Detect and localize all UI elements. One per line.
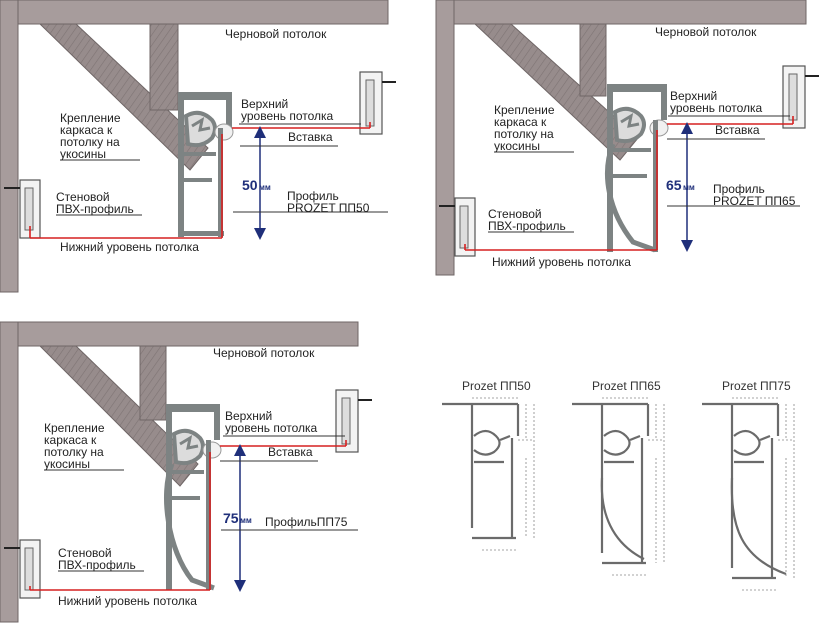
drawing-title: Prozet ПП50	[462, 379, 531, 393]
right-wall-clip	[365, 79, 375, 127]
wall-slab	[435, 0, 455, 276]
insert-piece	[649, 119, 669, 137]
profile-front-leg	[218, 128, 223, 237]
profile-front-leg	[653, 120, 658, 252]
drawing-clip-tooth	[759, 434, 771, 442]
rough-ceiling-label: Черновой потолок	[655, 25, 757, 39]
insert-label: Вставка	[715, 123, 760, 137]
right-wall-clip	[788, 73, 798, 121]
clip-teeth	[179, 434, 199, 450]
wall-slab	[0, 0, 19, 293]
profile-shelf	[184, 178, 212, 182]
profile-top-flange	[166, 404, 220, 412]
left-wall-clip	[24, 187, 34, 231]
rough-ceiling-label: Черновой потолок	[213, 346, 315, 360]
profile-front-lip	[214, 404, 220, 440]
profile-label: ПрофильПП75	[265, 515, 348, 529]
clip-teeth	[620, 112, 640, 128]
profile-shelf	[184, 152, 216, 156]
rough-ceiling-slab	[0, 321, 359, 347]
clip-teeth	[191, 116, 211, 132]
insert-piece	[214, 123, 234, 141]
profile-bottom	[178, 231, 224, 236]
lower-level-label: Нижний уровень потолка	[58, 594, 197, 608]
profile-top-flange	[178, 92, 232, 100]
vertical-post	[139, 345, 167, 421]
insert-label: Вставка	[268, 445, 313, 459]
drawing-clip-tooth	[629, 434, 641, 442]
drawing-title: Prozet ПП65	[592, 379, 661, 393]
profile-back-wall	[178, 92, 184, 237]
drawing-clip	[733, 429, 761, 456]
drawing-curved-face	[730, 477, 787, 576]
technical-drawing-1: Prozet ПП50	[442, 379, 535, 551]
diagonal-brace	[38, 23, 209, 171]
profile-shelf	[172, 496, 200, 500]
insert-piece	[202, 441, 222, 459]
prozet-profile	[164, 404, 222, 591]
rough-ceiling-slab	[0, 0, 389, 25]
profile-shelf	[613, 174, 647, 178]
vertical-post	[149, 23, 179, 111]
right-wall-clip	[341, 397, 351, 445]
drawing-clip	[603, 429, 631, 456]
wall-slab	[0, 321, 19, 623]
dimension-value: 75	[223, 510, 239, 526]
vertical-post	[579, 23, 607, 97]
profile-shelf	[613, 148, 651, 152]
rough-ceiling-label: Черновой потолок	[225, 27, 327, 41]
profile-curved-face	[605, 143, 656, 253]
profile-front-lip	[226, 92, 232, 128]
dimension-value: 50	[242, 177, 258, 193]
drawing-title: Prozet ПП75	[722, 379, 791, 393]
diagonal-brace	[38, 345, 199, 487]
dimension-unit: мм	[683, 183, 695, 192]
drawing-clip	[473, 429, 501, 456]
profile-front-leg	[206, 440, 211, 590]
rough-ceiling-slab	[435, 0, 807, 25]
lower-level-label: Нижний уровень потолка	[492, 255, 631, 269]
drawing-curved-face	[600, 477, 645, 560]
lower-level-label: Нижний уровень потолка	[60, 240, 199, 254]
profile-shelf	[172, 470, 204, 474]
left-wall-clip	[24, 547, 34, 591]
dimension-unit: мм	[259, 183, 271, 192]
prozet-profile	[178, 92, 234, 237]
left-wall-clip	[459, 205, 469, 249]
technical-drawing-2: Prozet ПП65	[572, 379, 665, 576]
profile-top-flange	[607, 84, 667, 92]
dimension-unit: мм	[240, 516, 252, 525]
profile-back-wall	[166, 404, 172, 590]
prozet-profile	[605, 84, 669, 253]
drawing-clip-tooth	[499, 434, 511, 442]
dimension-value: 65	[666, 177, 682, 193]
profile-front-lip	[661, 84, 667, 120]
insert-label: Вставка	[288, 130, 333, 144]
profile-curved-face	[164, 463, 215, 591]
technical-drawing-3: Prozet ПП75	[702, 379, 795, 591]
